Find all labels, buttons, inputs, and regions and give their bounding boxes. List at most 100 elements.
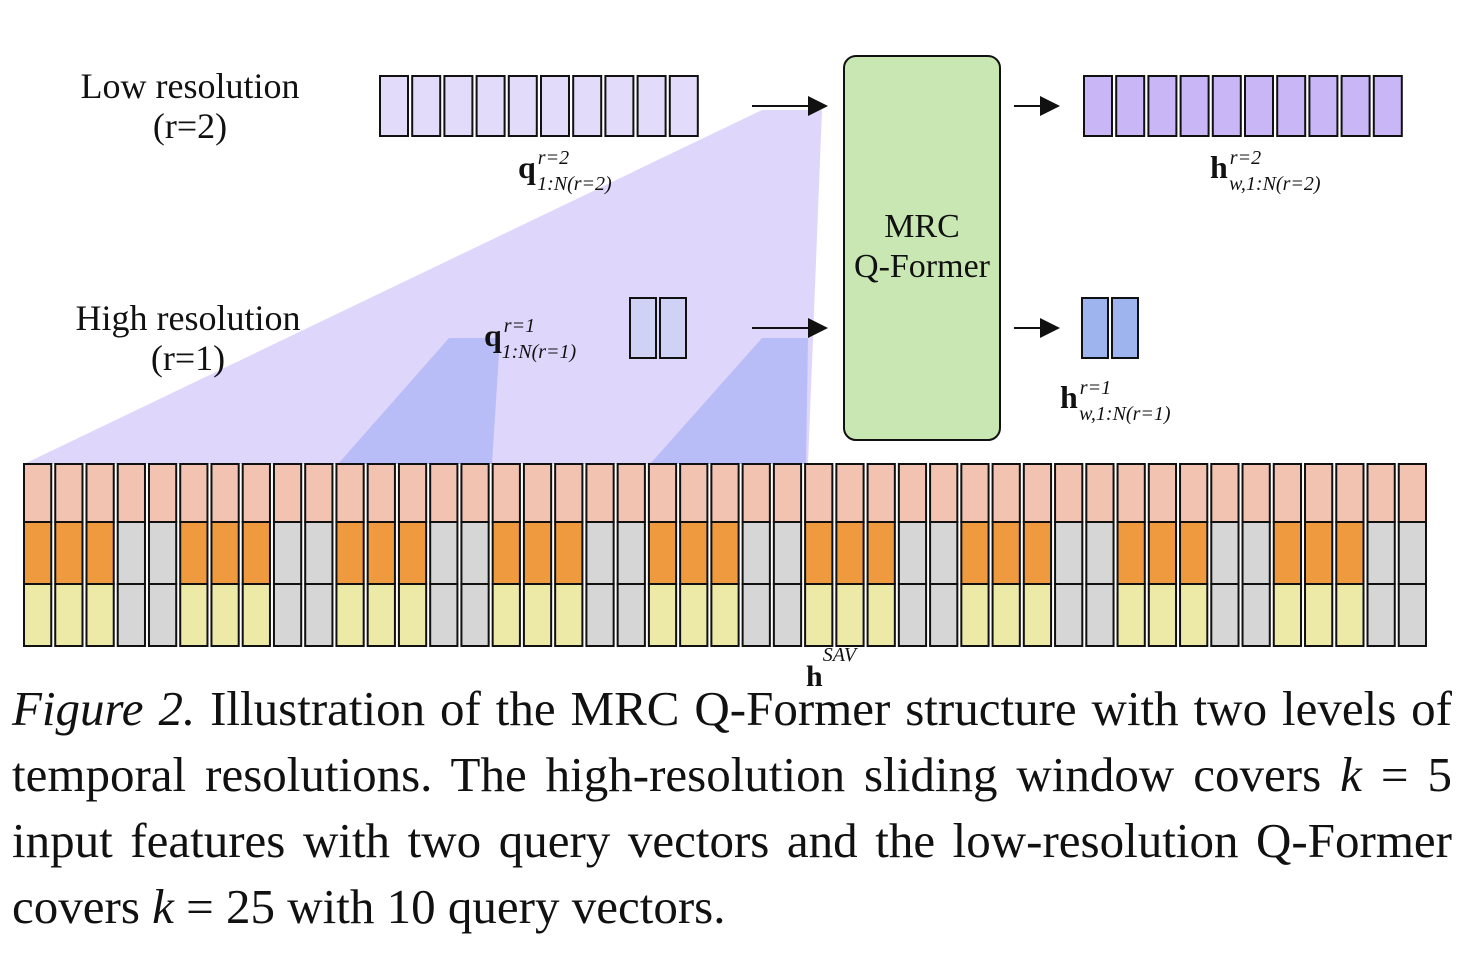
caption-text-2: input features with two query vectors an… xyxy=(12,813,1452,934)
high-query-vector xyxy=(629,297,657,359)
feature-middle-cell xyxy=(241,521,271,585)
feature-bottom-cell xyxy=(272,583,303,647)
low-resolution-label: Low resolution (r=2) xyxy=(40,66,340,146)
feature-middle-cell xyxy=(23,521,53,585)
low-resolution-r: (r=2) xyxy=(152,106,228,146)
feature-middle-cell xyxy=(147,521,178,585)
low-output-vector xyxy=(1147,75,1178,137)
feature-middle-cell xyxy=(397,521,428,585)
feature-top-cell xyxy=(616,463,646,523)
mrc-qformer-block xyxy=(843,55,1001,441)
feature-bottom-cell xyxy=(54,583,84,647)
feature-middle-cell xyxy=(585,521,615,585)
low-query-vector xyxy=(379,75,409,137)
feature-middle-cell xyxy=(54,521,84,585)
feature-middle-cell xyxy=(1116,521,1146,585)
feature-bottom-cell xyxy=(960,583,990,647)
feature-middle-cell xyxy=(1210,521,1240,585)
feature-top-cell xyxy=(23,463,53,523)
feature-middle-cell xyxy=(1147,521,1178,585)
feature-bottom-cell xyxy=(147,583,178,647)
high-resolution-output-vectors xyxy=(1081,297,1139,359)
h-sav-base: h xyxy=(806,660,823,693)
low-resolution-query-vectors xyxy=(379,75,699,137)
caption-eq-2: = 25 xyxy=(173,879,276,934)
feature-middle-cell xyxy=(741,521,771,585)
h-sav-label: hSAV xyxy=(806,644,856,694)
feature-middle-cell xyxy=(1272,521,1303,585)
low-resolution-output-vectors xyxy=(1083,75,1403,137)
feature-top-cell xyxy=(1022,463,1053,523)
feature-bottom-cell xyxy=(1397,583,1428,647)
feature-middle-cell xyxy=(85,521,115,585)
feature-middle-cell xyxy=(335,521,365,585)
low-output-vector xyxy=(1372,75,1403,137)
caption-text-1: Illustration of the MRC Q-Former structu… xyxy=(12,681,1452,802)
feature-bottom-cell xyxy=(679,583,709,647)
high-resolution-label: High resolution (r=1) xyxy=(38,298,338,378)
high-resolution-title: High resolution xyxy=(75,298,301,338)
feature-top-cell xyxy=(335,463,365,523)
feature-middle-cell xyxy=(272,521,303,585)
feature-top-cell xyxy=(1397,463,1428,523)
feature-bottom-cell xyxy=(1210,583,1240,647)
feature-middle-cell xyxy=(1366,521,1396,585)
feature-bottom-cell xyxy=(23,583,53,647)
feature-middle-cell xyxy=(210,521,240,585)
feature-middle-cell xyxy=(616,521,646,585)
feature-bottom-cell xyxy=(1272,583,1303,647)
feature-top-cell xyxy=(366,463,396,523)
figure-caption: Figure 2. Illustration of the MRC Q-Form… xyxy=(12,676,1452,940)
feature-middle-cell xyxy=(897,521,928,585)
feature-top-cell xyxy=(147,463,178,523)
h-sav-sup: SAV xyxy=(822,644,857,666)
feature-middle-cell xyxy=(116,521,146,585)
feature-bottom-cell xyxy=(397,583,428,647)
feature-middle-cell xyxy=(1304,521,1334,585)
feature-top-cell xyxy=(1054,463,1084,523)
low-resolution-window xyxy=(24,110,822,464)
feature-top-cell xyxy=(710,463,740,523)
feature-top-cell xyxy=(585,463,615,523)
feature-top-cell xyxy=(554,463,584,523)
feature-middle-cell xyxy=(1085,521,1115,585)
feature-bottom-cell xyxy=(835,583,865,647)
feature-top-cell xyxy=(1147,463,1178,523)
high-resolution-query-vectors xyxy=(629,297,687,359)
low-resolution-title: Low resolution xyxy=(80,66,300,106)
feature-middle-cell xyxy=(835,521,865,585)
feature-middle-cell xyxy=(366,521,396,585)
feature-bottom-cell xyxy=(1241,583,1271,647)
feature-bottom-cell xyxy=(335,583,365,647)
low-output-vector xyxy=(1083,75,1113,137)
feature-middle-cell xyxy=(710,521,740,585)
feature-top-cell xyxy=(1366,463,1396,523)
feature-bottom-cell xyxy=(1304,583,1334,647)
high-output-vector xyxy=(1111,297,1139,359)
feature-middle-cell xyxy=(679,521,709,585)
feature-top-cell xyxy=(85,463,115,523)
low-query-vector xyxy=(411,75,442,137)
feature-middle-cell xyxy=(929,521,959,585)
feature-bottom-cell xyxy=(1054,583,1084,647)
qformer-label-line2: Q-Former xyxy=(854,248,990,285)
feature-bottom-cell xyxy=(491,583,521,647)
feature-middle-cell xyxy=(960,521,990,585)
feature-middle-cell xyxy=(772,521,803,585)
low-query-vector xyxy=(572,75,603,137)
input-feature-sequence xyxy=(23,463,1428,647)
low-output-vector xyxy=(1115,75,1146,137)
feature-bottom-cell xyxy=(522,583,553,647)
feature-bottom-cell xyxy=(991,583,1021,647)
feature-top-cell xyxy=(491,463,521,523)
high-resolution-window-2 xyxy=(650,338,808,464)
feature-bottom-cell xyxy=(210,583,240,647)
feature-top-cell xyxy=(1210,463,1240,523)
feature-top-cell xyxy=(866,463,896,523)
feature-top-cell xyxy=(1335,463,1365,523)
feature-top-cell xyxy=(522,463,553,523)
feature-bottom-cell xyxy=(1116,583,1146,647)
feature-middle-cell xyxy=(1397,521,1428,585)
feature-bottom-cell xyxy=(741,583,771,647)
